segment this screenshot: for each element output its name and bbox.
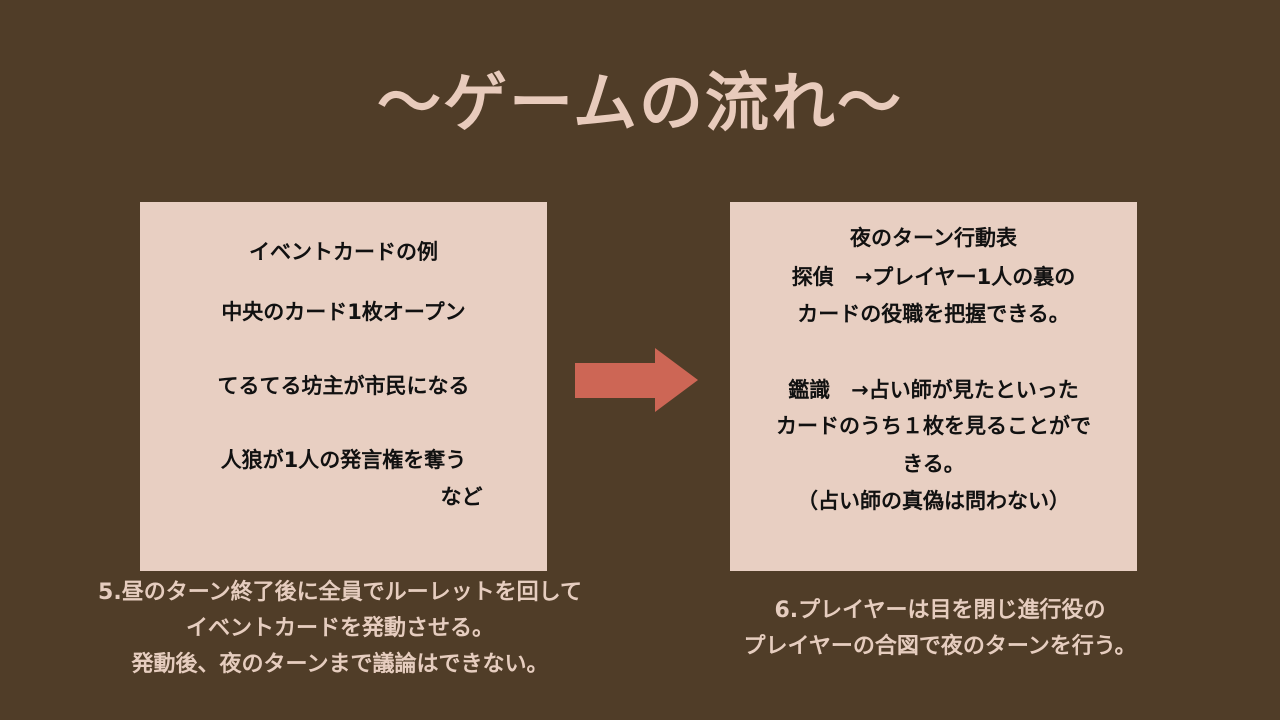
night-turn-action-table-box: 夜のターン行動表 探偵 →プレイヤー1人の裏の カードの役職を把握できる。 鑑識… bbox=[730, 202, 1137, 571]
caption-line: イベントカードを発動させる。 bbox=[185, 616, 494, 641]
text-line: カードの役職を把握できる。 bbox=[797, 302, 1070, 326]
list-item: 中央のカード1枚オープン bbox=[221, 300, 466, 324]
list-item: 人狼が1人の発言権を奪う bbox=[220, 448, 467, 472]
slide-title: 〜ゲームの流れ〜 bbox=[376, 67, 904, 141]
step-5-caption: 5.昼のターン終了後に全員でルーレットを回して イベントカードを発動させる。 発… bbox=[20, 575, 660, 683]
caption-line: 発動後、夜のターンまで議論はできない。 bbox=[131, 652, 549, 677]
box-heading: 夜のターン行動表 bbox=[850, 226, 1017, 250]
caption-line: プレイヤーの合図で夜のターンを行う。 bbox=[743, 634, 1137, 659]
caption-line: 5.昼のターン終了後に全員でルーレットを回して bbox=[98, 580, 582, 605]
text-line: （占い師の真偽は問わない） bbox=[797, 489, 1070, 513]
list-item: など bbox=[440, 485, 483, 509]
text-line: 鑑識 →占い師が見たといった bbox=[788, 378, 1079, 402]
event-card-examples-box: イベントカードの例 中央のカード1枚オープン てるてる坊主が市民になる 人狼が1… bbox=[140, 202, 547, 571]
right-arrow-icon bbox=[575, 348, 698, 412]
text-line: 探偵 →プレイヤー1人の裏の bbox=[791, 265, 1076, 289]
box-heading: イベントカードの例 bbox=[249, 240, 438, 264]
caption-line: 6.プレイヤーは目を閉じ進行役の bbox=[774, 598, 1106, 623]
step-6-caption: 6.プレイヤーは目を閉じ進行役の プレイヤーの合図で夜のターンを行う。 bbox=[610, 593, 1270, 665]
text-line: カードのうち１枚を見ることがで bbox=[776, 414, 1091, 438]
list-item: てるてる坊主が市民になる bbox=[217, 374, 470, 398]
text-line: きる。 bbox=[902, 452, 965, 476]
